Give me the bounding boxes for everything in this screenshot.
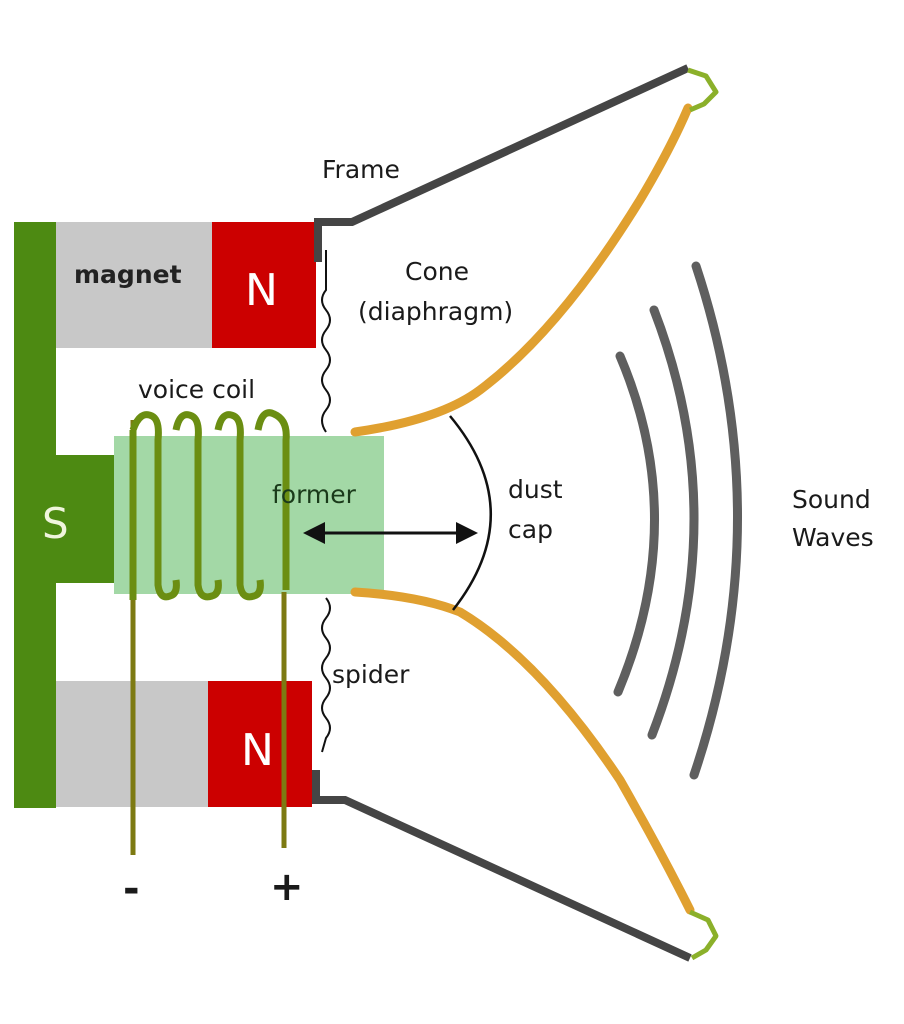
dust-cap	[449, 415, 492, 611]
sound-wave	[647, 305, 699, 740]
north-pole-top	[212, 222, 316, 348]
surround-bottom	[688, 909, 719, 961]
label-waves: Waves	[792, 523, 874, 552]
pole-piece	[14, 222, 116, 808]
spider	[321, 250, 331, 753]
surround	[687, 67, 719, 961]
cone-top	[350, 103, 693, 437]
sound-wave	[689, 261, 742, 780]
label-cone: Cone	[405, 257, 469, 286]
label-former: former	[272, 480, 357, 509]
coil-loop	[129, 411, 180, 601]
cone-bottom	[350, 587, 695, 915]
sound-waves	[613, 261, 742, 780]
cone	[350, 103, 695, 915]
label-south: S	[42, 499, 69, 548]
label-north-bottom: N	[241, 725, 274, 776]
label-dust: dust	[508, 475, 563, 504]
label-sound: Sound	[792, 485, 871, 514]
terminal-positive: +	[270, 864, 304, 910]
arrow-right-icon	[456, 522, 478, 544]
arrow-left-icon	[303, 522, 325, 544]
sound-wave	[613, 351, 659, 697]
coil-loop	[254, 409, 290, 590]
label-north-top: N	[245, 265, 278, 316]
coil-loop	[172, 411, 222, 601]
frame-top	[314, 64, 690, 262]
label-frame: Frame	[322, 155, 400, 184]
frame	[312, 64, 692, 962]
label-magnet: magnet	[74, 260, 182, 289]
terminal-negative: -	[123, 866, 140, 912]
surround-top	[687, 67, 719, 113]
coil-loop	[214, 411, 264, 601]
label-spider: spider	[332, 660, 410, 689]
motion-arrow	[303, 522, 478, 544]
spider-bottom	[321, 597, 331, 753]
frame-bottom	[312, 770, 692, 962]
spider-top	[321, 250, 331, 433]
label-cone-diaphragm: (diaphragm)	[358, 297, 513, 326]
pole-piece-center	[14, 455, 116, 583]
label-cap: cap	[508, 515, 553, 544]
label-voice-coil: voice coil	[138, 375, 255, 404]
north-pole-bottom	[208, 681, 312, 807]
voice-coil	[129, 409, 290, 601]
magnet-top-body	[56, 222, 212, 348]
